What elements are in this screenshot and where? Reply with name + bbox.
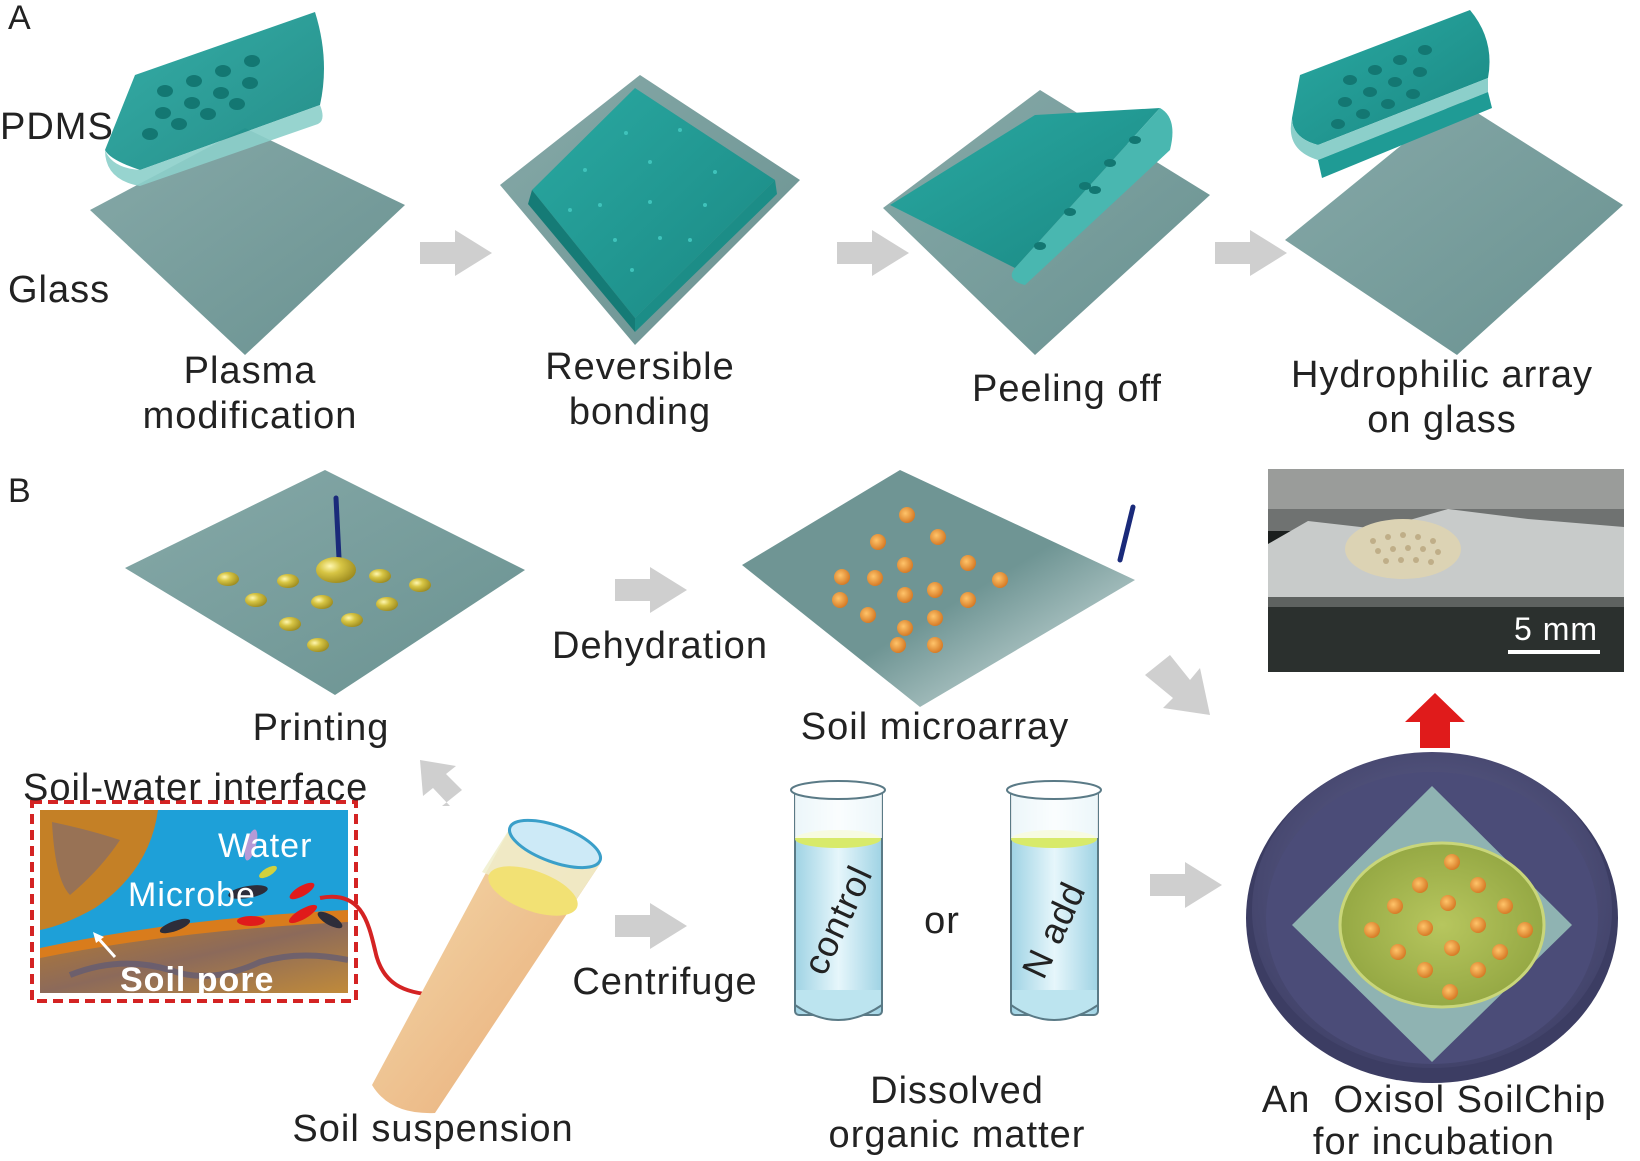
dehydration-label: Dehydration (552, 625, 768, 667)
scale-bar-label: 5 mm (1514, 611, 1598, 647)
pdms-bonded (528, 88, 777, 332)
suspension-tube (372, 818, 603, 1114)
soilchip-line1: An Oxisol SoilChip (1261, 1079, 1607, 1121)
process-arrow (837, 230, 909, 276)
pdms-sheet (105, 12, 324, 186)
step-array-line1: Hydrophilic array (1290, 354, 1594, 396)
printer-needle (333, 495, 342, 561)
step-bonding-line2: bonding (568, 391, 712, 433)
process-arrow (615, 567, 687, 613)
printing-label: Printing (252, 707, 390, 749)
process-arrow (1145, 655, 1210, 715)
process-arrow (1215, 230, 1287, 276)
soilchip-line2: for incubation (1312, 1121, 1556, 1161)
step-plasma-line1: Plasma (183, 350, 317, 392)
dom-line2: organic matter (828, 1114, 1086, 1156)
step-peeling: Peeling off (972, 368, 1162, 410)
soilchip-dish (1246, 752, 1618, 1083)
panel-label-b: B (8, 472, 32, 510)
glass-label: Glass (8, 269, 111, 311)
centrifuge-label: Centrifuge (572, 961, 758, 1003)
step-plasma-line2: modification (142, 395, 358, 437)
inset-soil-pore: Soil pore (120, 961, 275, 999)
step-array-line2: on glass (1367, 399, 1517, 441)
scale-bar (1508, 650, 1600, 654)
process-arrow (615, 903, 687, 949)
process-arrow (1150, 862, 1222, 908)
soil-suspension-label: Soil suspension (292, 1108, 574, 1150)
tube-control (790, 780, 886, 1021)
printed-droplets (217, 557, 431, 652)
pdms-peeling (890, 108, 1173, 285)
process-arrow (420, 230, 492, 276)
tube-n-add (1006, 780, 1102, 1021)
pdms-removed (1290, 10, 1492, 178)
dom-line1: Dissolved (870, 1070, 1044, 1112)
or-label: or (924, 900, 960, 942)
red-arrow (1405, 693, 1465, 748)
soil-water-inset (30, 800, 358, 1003)
inset-title: Soil-water interface (23, 767, 369, 809)
step-bonding-line1: Reversible (545, 346, 735, 388)
pdms-label: PDMS (0, 106, 114, 148)
printer-needle (1117, 504, 1136, 563)
panel-label-a: A (8, 0, 32, 37)
glass-slide (1285, 100, 1623, 355)
inset-water: Water (218, 827, 313, 865)
soil-spots (832, 507, 1008, 653)
glass-slide (90, 128, 405, 355)
red-curved-arrow (319, 894, 436, 997)
glass-slide (125, 470, 525, 695)
inset-microbe: Microbe (128, 876, 256, 914)
photo-content (1268, 469, 1624, 672)
soil-microarray-label: Soil microarray (800, 706, 1070, 748)
process-arrow (420, 760, 462, 806)
soilchip-photo: 5 mm (1268, 469, 1624, 672)
